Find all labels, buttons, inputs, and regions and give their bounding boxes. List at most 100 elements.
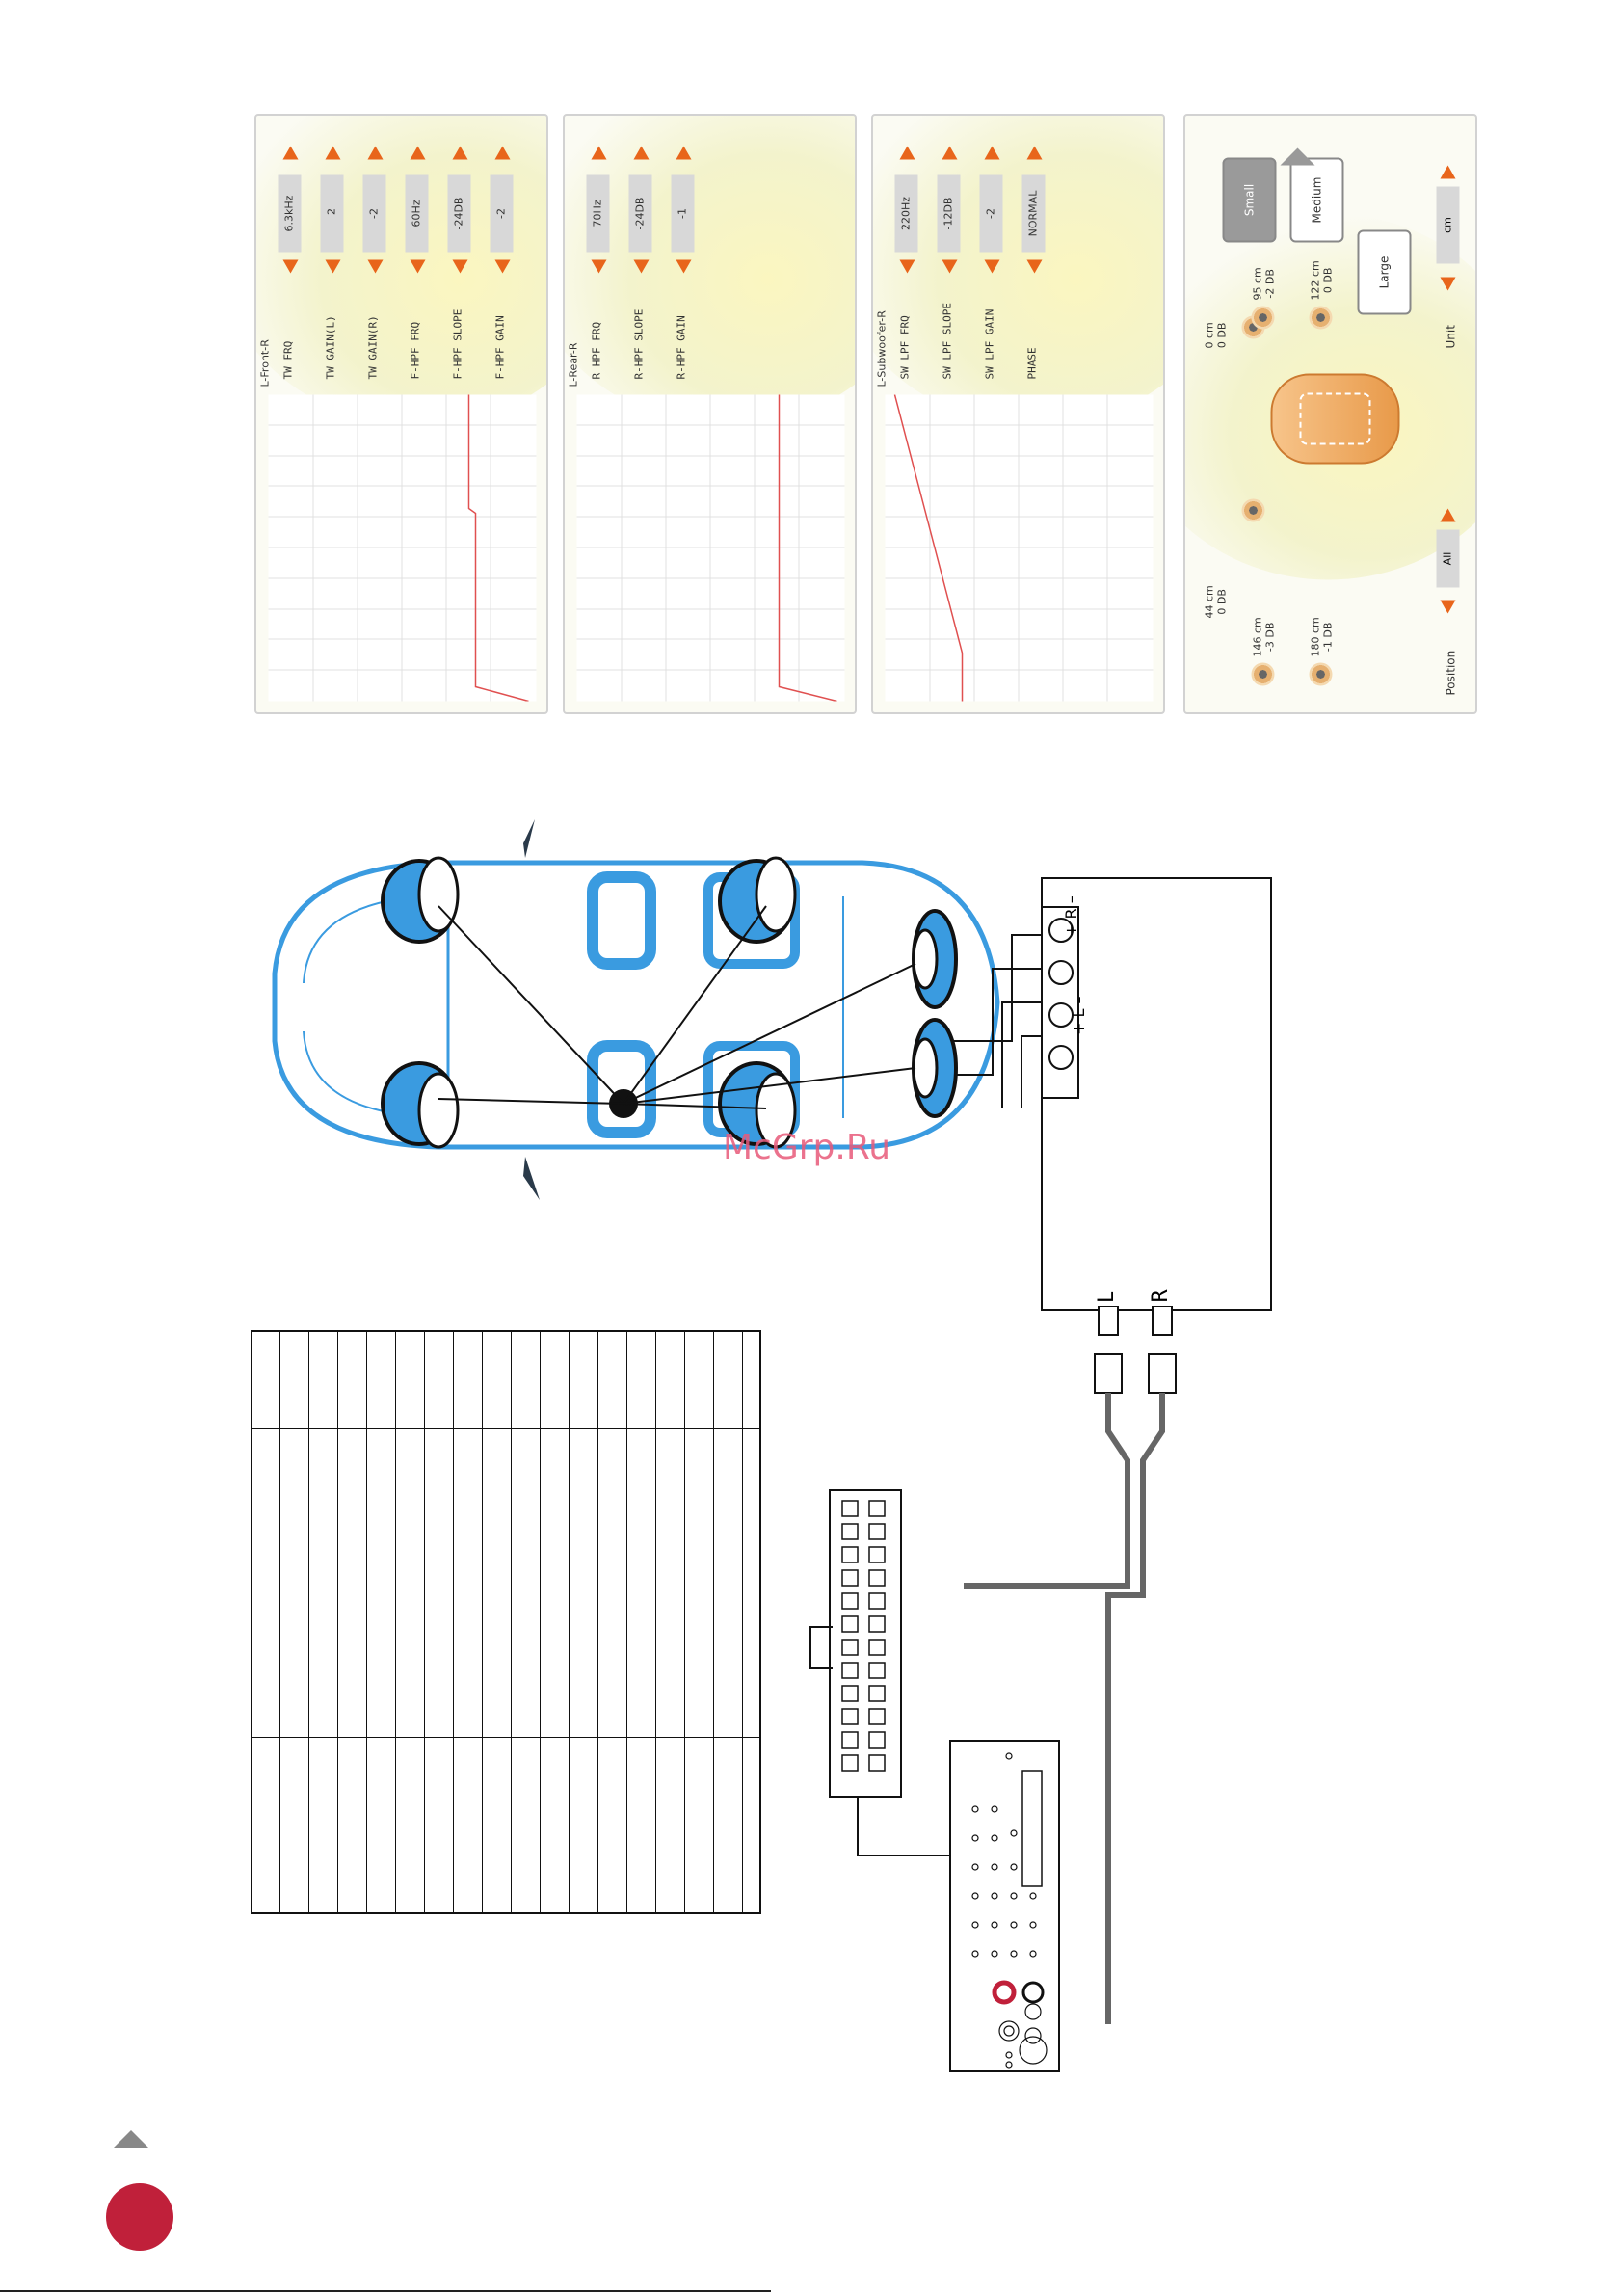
control-label: TW FRQ <box>281 340 294 379</box>
input-r-label: R <box>1149 1288 1173 1303</box>
terminal-screw-1-icon <box>1048 918 1074 943</box>
car-speaker-diagram <box>272 819 1000 1200</box>
decrease-arrow-icon[interactable] <box>899 259 915 273</box>
footer-rule <box>0 2290 771 2292</box>
position-prev-arrow[interactable] <box>1440 600 1455 613</box>
amplifier-box: + R – + L – L R <box>1041 877 1272 1311</box>
control-row: SW LPF SLOPE -12DB <box>935 126 964 387</box>
speaker-c-icon[interactable] <box>1241 498 1264 521</box>
increase-arrow-icon[interactable] <box>633 146 649 159</box>
terminal-screw-2-icon <box>1048 960 1074 985</box>
control-label: R-HPF FRQ <box>590 321 602 379</box>
speaker-rr-text: 95 cm-2 DB <box>1251 266 1276 300</box>
speaker-fr-icon[interactable] <box>1309 306 1332 329</box>
position-value: All <box>1436 529 1459 587</box>
terminal-screw-3-icon <box>1048 1002 1074 1028</box>
control-value: -12DB <box>937 174 960 252</box>
control-row: TW GAIN(L)-2 <box>318 126 347 387</box>
speaker-rear-left-icon <box>718 856 797 944</box>
control-row: F-HPF SLOPE -24DB <box>445 126 474 387</box>
position-label: Position <box>1444 650 1457 695</box>
size-small-button[interactable]: Small <box>1222 157 1276 242</box>
control-label: SW LPF GAIN <box>983 308 995 379</box>
control-row: SW LPF GAIN -2 <box>977 126 1006 387</box>
speaker-front-right-icon <box>381 1061 460 1149</box>
increase-arrow-icon[interactable] <box>367 146 383 159</box>
increase-arrow-icon[interactable] <box>325 146 340 159</box>
speaker-rr-icon[interactable] <box>1251 306 1274 329</box>
speaker-fl-icon[interactable] <box>1309 662 1332 685</box>
page-marker-circle <box>106 2183 173 2251</box>
control-value: 70Hz <box>586 174 609 252</box>
terminal-l-label: + L – <box>1070 996 1088 1036</box>
control-value: -2 <box>979 174 1002 252</box>
increase-arrow-icon[interactable] <box>1026 146 1042 159</box>
position-next-arrow[interactable] <box>1440 508 1455 521</box>
response-curve <box>778 394 837 701</box>
terminal-screw-4-icon <box>1048 1045 1074 1070</box>
increase-arrow-icon[interactable] <box>899 146 915 159</box>
decrease-arrow-icon[interactable] <box>452 259 467 273</box>
control-label: F-HPF FRQ <box>409 321 421 379</box>
decrease-arrow-icon[interactable] <box>984 259 999 273</box>
decrease-arrow-icon[interactable] <box>410 259 425 273</box>
chevron-down-icon[interactable] <box>1280 147 1314 165</box>
control-label: TW GAIN(L) <box>324 314 336 379</box>
control-row: TW FRQ 6.3kHz <box>276 126 305 387</box>
decrease-arrow-icon[interactable] <box>942 259 957 273</box>
decrease-arrow-icon[interactable] <box>591 259 606 273</box>
control-label: R-HPF GAIN <box>675 314 687 379</box>
control-value: -1 <box>671 174 694 252</box>
increase-arrow-icon[interactable] <box>410 146 425 159</box>
decrease-arrow-icon[interactable] <box>325 259 340 273</box>
speaker-rl-icon[interactable] <box>1251 662 1274 685</box>
head-unit-rear <box>949 1740 1060 2072</box>
increase-arrow-icon[interactable] <box>676 146 691 159</box>
increase-arrow-icon[interactable] <box>942 146 957 159</box>
unit-next-arrow[interactable] <box>1440 165 1455 178</box>
speaker-fl-text: 180 cm-1 DB <box>1309 616 1334 656</box>
increase-arrow-icon[interactable] <box>984 146 999 159</box>
decrease-arrow-icon[interactable] <box>494 259 510 273</box>
control-value: 6.3kHz <box>278 174 301 252</box>
control-row: R-HPF FRQ 70Hz <box>584 126 613 387</box>
sub-wires <box>954 934 1043 1108</box>
unit-label: Unit <box>1444 324 1457 348</box>
control-value: NORMAL <box>1021 174 1045 252</box>
rca-cable-diagram <box>964 1306 1177 2024</box>
control-label: SW LPF SLOPE <box>941 302 953 379</box>
response-chart <box>268 394 536 701</box>
control-row: F-HPF FRQ 60Hz <box>403 126 432 387</box>
pin-assignment-table <box>251 1330 761 1914</box>
control-value: 60Hz <box>405 174 428 252</box>
increase-arrow-icon[interactable] <box>591 146 606 159</box>
control-label: F-HPF GAIN <box>493 314 506 379</box>
page-up-arrow-icon[interactable] <box>114 2130 148 2148</box>
decrease-arrow-icon[interactable] <box>1026 259 1042 273</box>
control-label: F-HPF SLOPE <box>451 308 464 379</box>
increase-arrow-icon[interactable] <box>282 146 298 159</box>
decrease-arrow-icon[interactable] <box>633 259 649 273</box>
increase-arrow-icon[interactable] <box>452 146 467 159</box>
control-value: -24DB <box>447 174 470 252</box>
size-large-button[interactable]: Large <box>1357 229 1411 314</box>
control-row: F-HPF GAIN -2 <box>488 126 517 387</box>
control-value: -24DB <box>628 174 651 252</box>
decrease-arrow-icon[interactable] <box>367 259 383 273</box>
control-value: -2 <box>490 174 513 252</box>
increase-arrow-icon[interactable] <box>494 146 510 159</box>
control-value: -2 <box>362 174 385 252</box>
unit-prev-arrow[interactable] <box>1440 277 1455 290</box>
terminal-r-label: + R – <box>1062 895 1080 937</box>
decrease-arrow-icon[interactable] <box>282 259 298 273</box>
size-medium-button[interactable]: Medium <box>1289 157 1343 242</box>
decrease-arrow-icon[interactable] <box>676 259 691 273</box>
